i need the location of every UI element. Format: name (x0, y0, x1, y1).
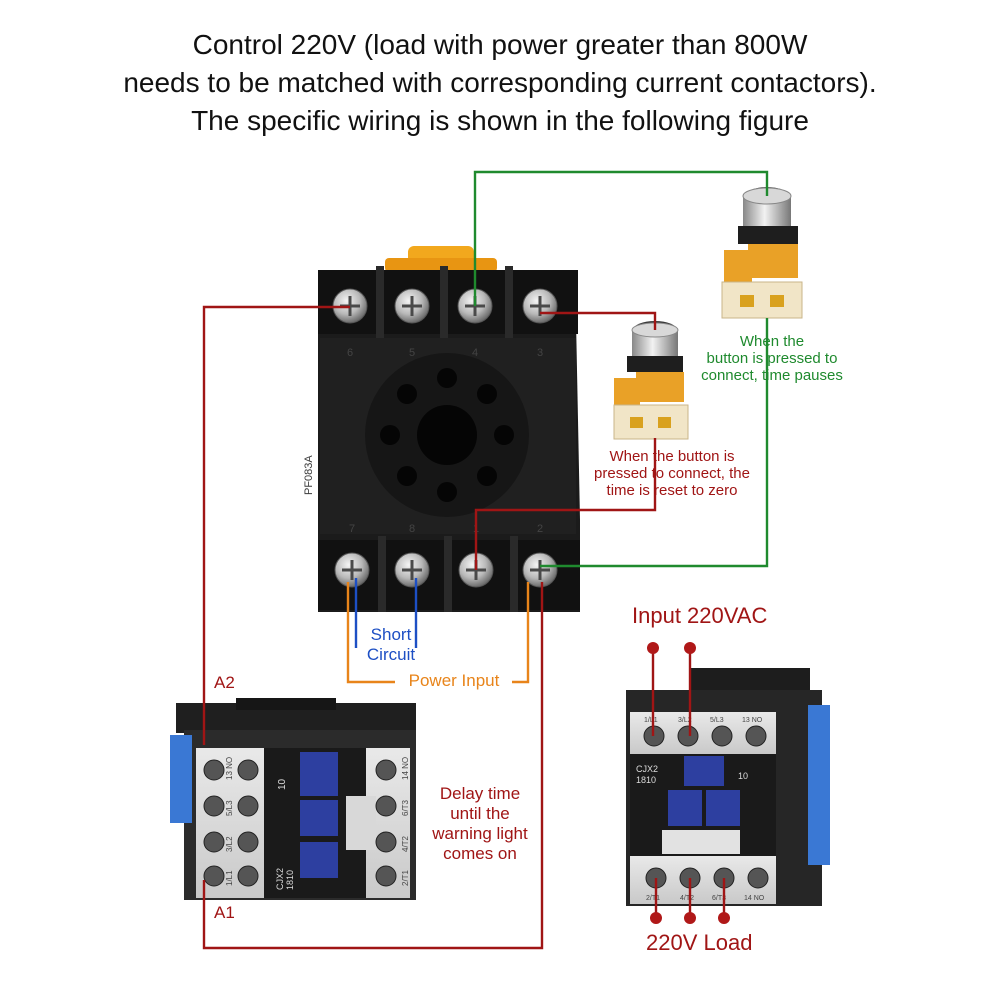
relay-socket: PF083A 6 5 4 3 7 8 1 2 (303, 246, 580, 612)
header-caption: Control 220V (load with power greater th… (0, 26, 1000, 140)
red-a2-wire (202, 305, 544, 950)
terminal-code: 13 NO (742, 717, 763, 724)
delay-line: warning light (432, 824, 528, 843)
green-wire (473, 170, 769, 568)
terminal-code: 3/L2 (678, 717, 692, 724)
blue-short-wire (354, 578, 418, 648)
relay-pin-holes (380, 368, 514, 502)
relay-terminal-number: 7 (349, 523, 355, 535)
terminal-code: 6/T3 (401, 799, 410, 816)
contactor-blue-block (300, 752, 338, 796)
relay-terminal-number: 6 (347, 347, 353, 359)
caption-line: time is reset to zero (606, 482, 738, 499)
orange-power-wire (346, 582, 530, 684)
screw-icon (522, 288, 558, 324)
left-contactor-model-line1: CJX2 (275, 868, 285, 890)
left-contactor: 10 CJX2 1810 13 NO 5/L3 3/L2 1/L1 14 NO … (170, 698, 416, 900)
short-circuit-line: Short (370, 625, 412, 644)
terminal-code: 1/L1 (644, 717, 658, 724)
short-circuit-label: Short Circuit (360, 625, 422, 665)
power-input-label: Power Input (408, 671, 500, 690)
red-reset-wire (474, 311, 657, 570)
relay-terminal-number: 3 (537, 347, 543, 359)
left-contactor-model-line2: 1810 (285, 870, 295, 890)
right-contactor-model-line2: 1810 (636, 775, 656, 785)
left-contactor-center-code: 10 (277, 778, 288, 790)
terminal-code: 4/T2 (401, 835, 410, 852)
reset-button-caption: When the button is pressed to connect, t… (583, 448, 761, 499)
relay-center-hole (417, 405, 477, 465)
relay-bottom-screws (334, 552, 558, 588)
relay-terminal-number: 2 (537, 523, 543, 535)
contactor-blue-side (170, 735, 192, 823)
terminal-code: 4/T2 (680, 895, 694, 902)
right-contactor-model-line1: CJX2 (636, 764, 658, 774)
terminal-code: 14 NO (744, 895, 765, 902)
left-contactor-terminal-holes (203, 759, 397, 887)
terminal-code: 3/L2 (225, 836, 234, 852)
caption-line: When the (739, 333, 805, 350)
contactor-blue-block (668, 790, 702, 826)
header-line-1: Control 220V (load with power greater th… (192, 29, 808, 60)
short-circuit-line: Circuit (366, 645, 416, 664)
contactor-blue-block (684, 756, 724, 786)
contactor-blue-side (808, 705, 830, 865)
delay-line: comes on (443, 844, 517, 863)
caption-line: pressed to connect, the (594, 465, 750, 482)
terminal-code: 6/T3 (712, 895, 726, 902)
reset-push-button (613, 321, 689, 440)
input-220vac-label: Input 220VAC (632, 603, 768, 628)
screw-icon (394, 288, 430, 324)
pause-push-button (721, 187, 803, 319)
right-contactor-leads (651, 648, 726, 918)
contactor-blue-block (300, 800, 338, 836)
screw-icon (522, 552, 558, 588)
load-220v-label: 220V Load (646, 930, 753, 955)
relay-terminal-number: 5 (409, 347, 415, 359)
a2-label: A2 (214, 673, 235, 692)
delay-note: Delay time until the warning light comes… (418, 784, 542, 864)
contactor-white-tab (662, 830, 740, 854)
pause-button-caption: When the button is pressed to connect, t… (692, 333, 852, 384)
header-line-3: The specific wiring is shown in the foll… (191, 105, 809, 136)
screw-icon (334, 552, 370, 588)
delay-line: Delay time (439, 784, 521, 803)
terminal-code: 2/T1 (401, 869, 410, 886)
terminal-code: 5/L3 (710, 717, 724, 724)
caption-line: When the button is (609, 448, 735, 465)
lead-dots (647, 642, 730, 924)
contactor-blue-block (706, 790, 740, 826)
caption-line: button is pressed to (706, 350, 838, 367)
terminal-code: 2/T1 (646, 895, 660, 902)
relay-terminal-number: 4 (472, 347, 478, 359)
terminal-code: 5/L3 (225, 800, 234, 816)
contactor-white-tab (346, 796, 376, 850)
header-line-2: needs to be matched with corresponding c… (123, 67, 877, 98)
relay-orange-clip-base (385, 258, 497, 272)
delay-line: until the (450, 804, 510, 823)
terminal-code: 14 NO (401, 757, 410, 780)
right-contactor-center-code: 10 (738, 771, 748, 781)
screw-icon (394, 552, 430, 588)
terminal-code: 13 NO (225, 757, 234, 780)
caption-line: connect, time pauses (701, 367, 843, 384)
contactor-blue-block (300, 842, 338, 878)
relay-model-text: PF083A (303, 455, 315, 495)
terminal-code: 1/L1 (225, 870, 234, 886)
a1-label: A1 (214, 903, 235, 922)
right-contactor: CJX2 1810 10 1/L1 3/L2 5/L3 13 NO 2/T1 4… (626, 668, 830, 906)
relay-terminal-number: 8 (409, 523, 415, 535)
